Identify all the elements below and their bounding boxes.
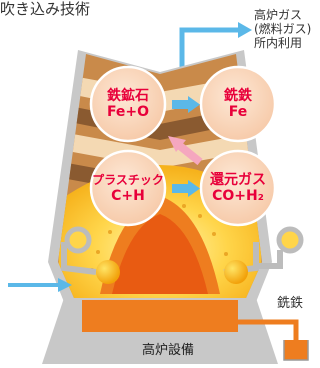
tuyere-right (223, 226, 304, 284)
iron-ore-text: 鉄鉱石 Fe+O (91, 88, 165, 120)
pig-iron-formula: Fe (228, 104, 248, 120)
gas-output-line2: (燃料ガス) (254, 22, 312, 36)
bubble-pig-iron (199, 65, 277, 143)
reducing-gas-name: 還元ガス (210, 172, 266, 188)
bubble-reducing-gas (199, 149, 277, 227)
diagram-title: 吹き込み技術 (0, 0, 91, 18)
arrow-plastic-to-gas (172, 180, 200, 197)
plastic-name: プラスチック (92, 173, 164, 187)
plastic-text: プラスチック C+H (91, 172, 165, 204)
tuyere-left (61, 226, 120, 284)
reducing-gas-text: 還元ガス CO+H₂ (201, 172, 275, 204)
iron-ore-name: 鉄鉱石 (107, 88, 149, 104)
arrow-gas-to-ore (168, 136, 203, 166)
gas-output-label: 高炉ガス (燃料ガス) 所内利用 (254, 8, 311, 50)
blast-arrow (8, 278, 72, 292)
iron-ore-formula: Fe+O (106, 104, 150, 120)
reducing-gas-formula: CO+H₂ (212, 188, 264, 204)
tap-hole (238, 319, 309, 361)
arrow-ore-to-iron (172, 96, 200, 113)
pig-iron-name: 銑鉄 (224, 88, 252, 104)
plastic-formula: C+H (111, 188, 145, 204)
bubble-plastic (89, 149, 167, 227)
gas-output-line1: 高炉ガス (254, 8, 303, 22)
equipment-label: 高炉設備 (142, 343, 195, 358)
pig-iron-output-label: 銑鉄 (277, 296, 304, 311)
gas-duct (179, 22, 252, 68)
pig-iron-text: 銑鉄 Fe (201, 88, 275, 120)
bubble-iron-ore (89, 65, 167, 143)
gas-output-line3: 所内利用 (254, 36, 303, 50)
